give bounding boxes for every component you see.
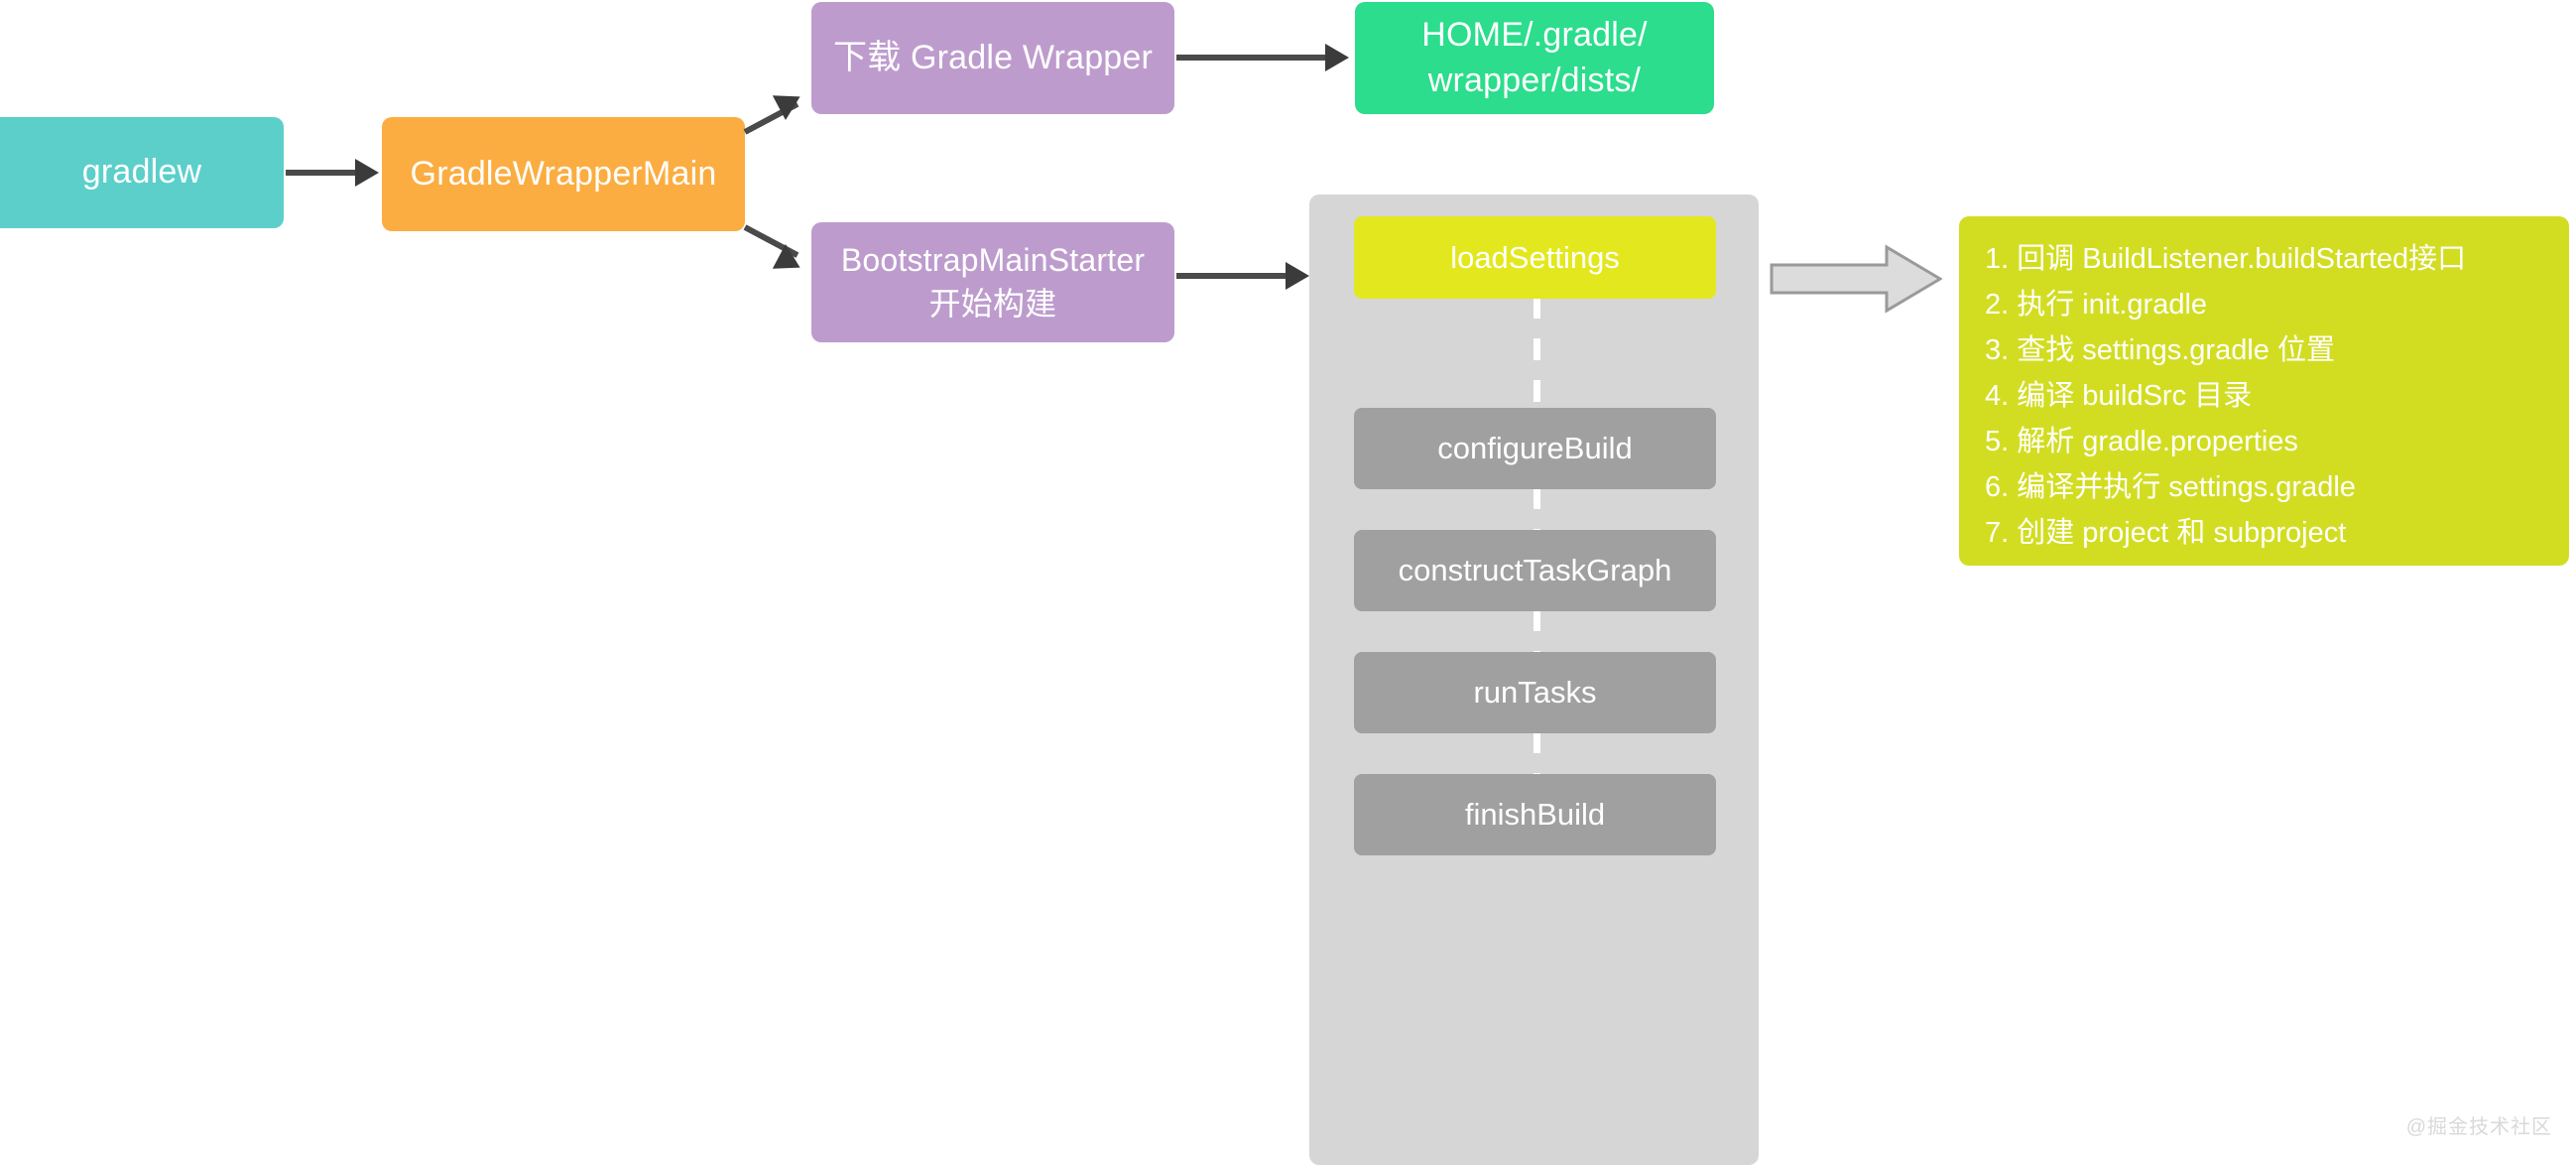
arrowhead-gradlew-to-wrappermain xyxy=(355,159,379,187)
watermark: @掘金技术社区 xyxy=(2405,1116,2552,1138)
node-download-gradle-wrapper[interactable]: 下载 Gradle Wrapper xyxy=(811,2,1174,114)
dashed-connector-2 xyxy=(1533,487,1540,533)
build-lifecycle-container: loadSettings configureBuild constructTas… xyxy=(1309,194,1759,1165)
dashed-connector-3 xyxy=(1533,609,1540,655)
list-item: 4. 编译 buildSrc 目录 xyxy=(1985,380,2253,412)
node-home-gradle-wrapper-dists[interactable]: HOME/.gradle/ wrapper/dists/ xyxy=(1355,2,1714,114)
stage-construct-task-graph[interactable]: constructTaskGraph xyxy=(1354,530,1716,611)
list-item: 6. 编译并执行 settings.gradle xyxy=(1985,471,2356,503)
block-arrow-icon xyxy=(1770,243,1943,315)
load-settings-detail-list: 1. 回调 BuildListener.buildStarted接口 2. 执行… xyxy=(1959,216,2569,566)
arrowhead-wrappermain-to-bootstrap xyxy=(772,244,807,280)
connector-gradlew-to-wrappermain xyxy=(286,170,357,176)
connector-download-to-home xyxy=(1176,55,1327,61)
arrowhead-bootstrap-to-lifecycle xyxy=(1286,262,1309,290)
stage-run-tasks[interactable]: runTasks xyxy=(1354,652,1716,733)
arrowhead-download-to-home xyxy=(1325,44,1349,71)
connector-bootstrap-to-lifecycle xyxy=(1176,273,1303,279)
stage-finish-build[interactable]: finishBuild xyxy=(1354,774,1716,855)
node-gradlew[interactable]: gradlew xyxy=(0,117,284,228)
list-item: 1. 回调 BuildListener.buildStarted接口 xyxy=(1985,243,2467,275)
list-item: 7. 创建 project 和 subproject xyxy=(1985,517,2347,549)
node-gradle-wrapper-main[interactable]: GradleWrapperMain xyxy=(382,117,745,231)
list-item: 3. 查找 settings.gradle 位置 xyxy=(1985,334,2335,366)
list-item: 5. 解析 gradle.properties xyxy=(1985,426,2298,457)
stage-load-settings[interactable]: loadSettings xyxy=(1354,216,1716,299)
dashed-connector-1 xyxy=(1533,297,1540,412)
node-bootstrap-main-starter[interactable]: BootstrapMainStarter 开始构建 xyxy=(811,222,1174,342)
list-item: 2. 执行 init.gradle xyxy=(1985,289,2208,321)
dashed-connector-4 xyxy=(1533,731,1540,777)
stage-configure-build[interactable]: configureBuild xyxy=(1354,408,1716,489)
